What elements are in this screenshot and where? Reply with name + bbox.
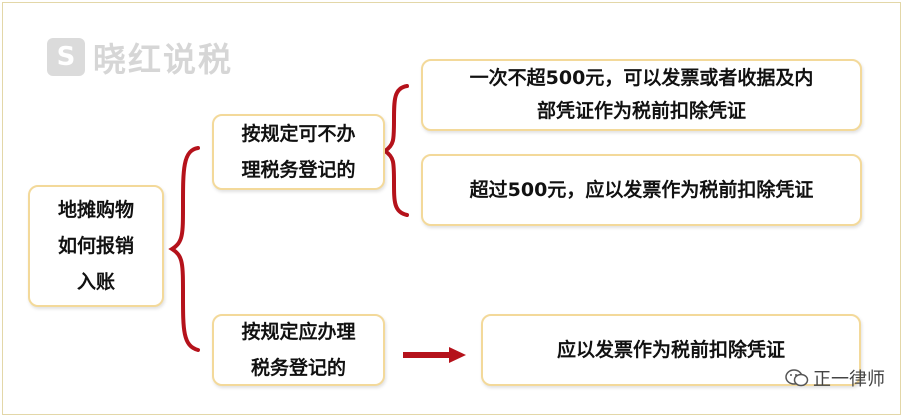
branch-a-brace xyxy=(381,84,409,217)
leaf-node-under-500: 一次不超500元，可以发票或者收据及内 部凭证作为税前扣除凭证 xyxy=(421,59,862,131)
leaf-node-over-500: 超过500元，应以发票作为税前扣除凭证 xyxy=(421,154,862,226)
root-node: 地摊购物 如何报销 入账 xyxy=(28,185,164,307)
footer-author: 正一律师 xyxy=(813,369,885,390)
arrow-icon xyxy=(403,347,466,363)
branch-node-no-registration: 按规定可不办 理税务登记的 xyxy=(212,114,385,190)
root-brace xyxy=(168,146,200,352)
branch-node-registration-required: 按规定应办理 税务登记的 xyxy=(212,314,385,386)
leaf-node-invoice-required: 应以发票作为税前扣除凭证 xyxy=(481,314,861,386)
watermark-text: 晓红说税 xyxy=(93,40,233,79)
footer-credit: 正一律师 xyxy=(785,365,885,391)
watermark-logo-icon: S xyxy=(47,38,85,76)
watermark: S 晓红说税 xyxy=(47,35,233,79)
wechat-icon xyxy=(785,369,809,387)
